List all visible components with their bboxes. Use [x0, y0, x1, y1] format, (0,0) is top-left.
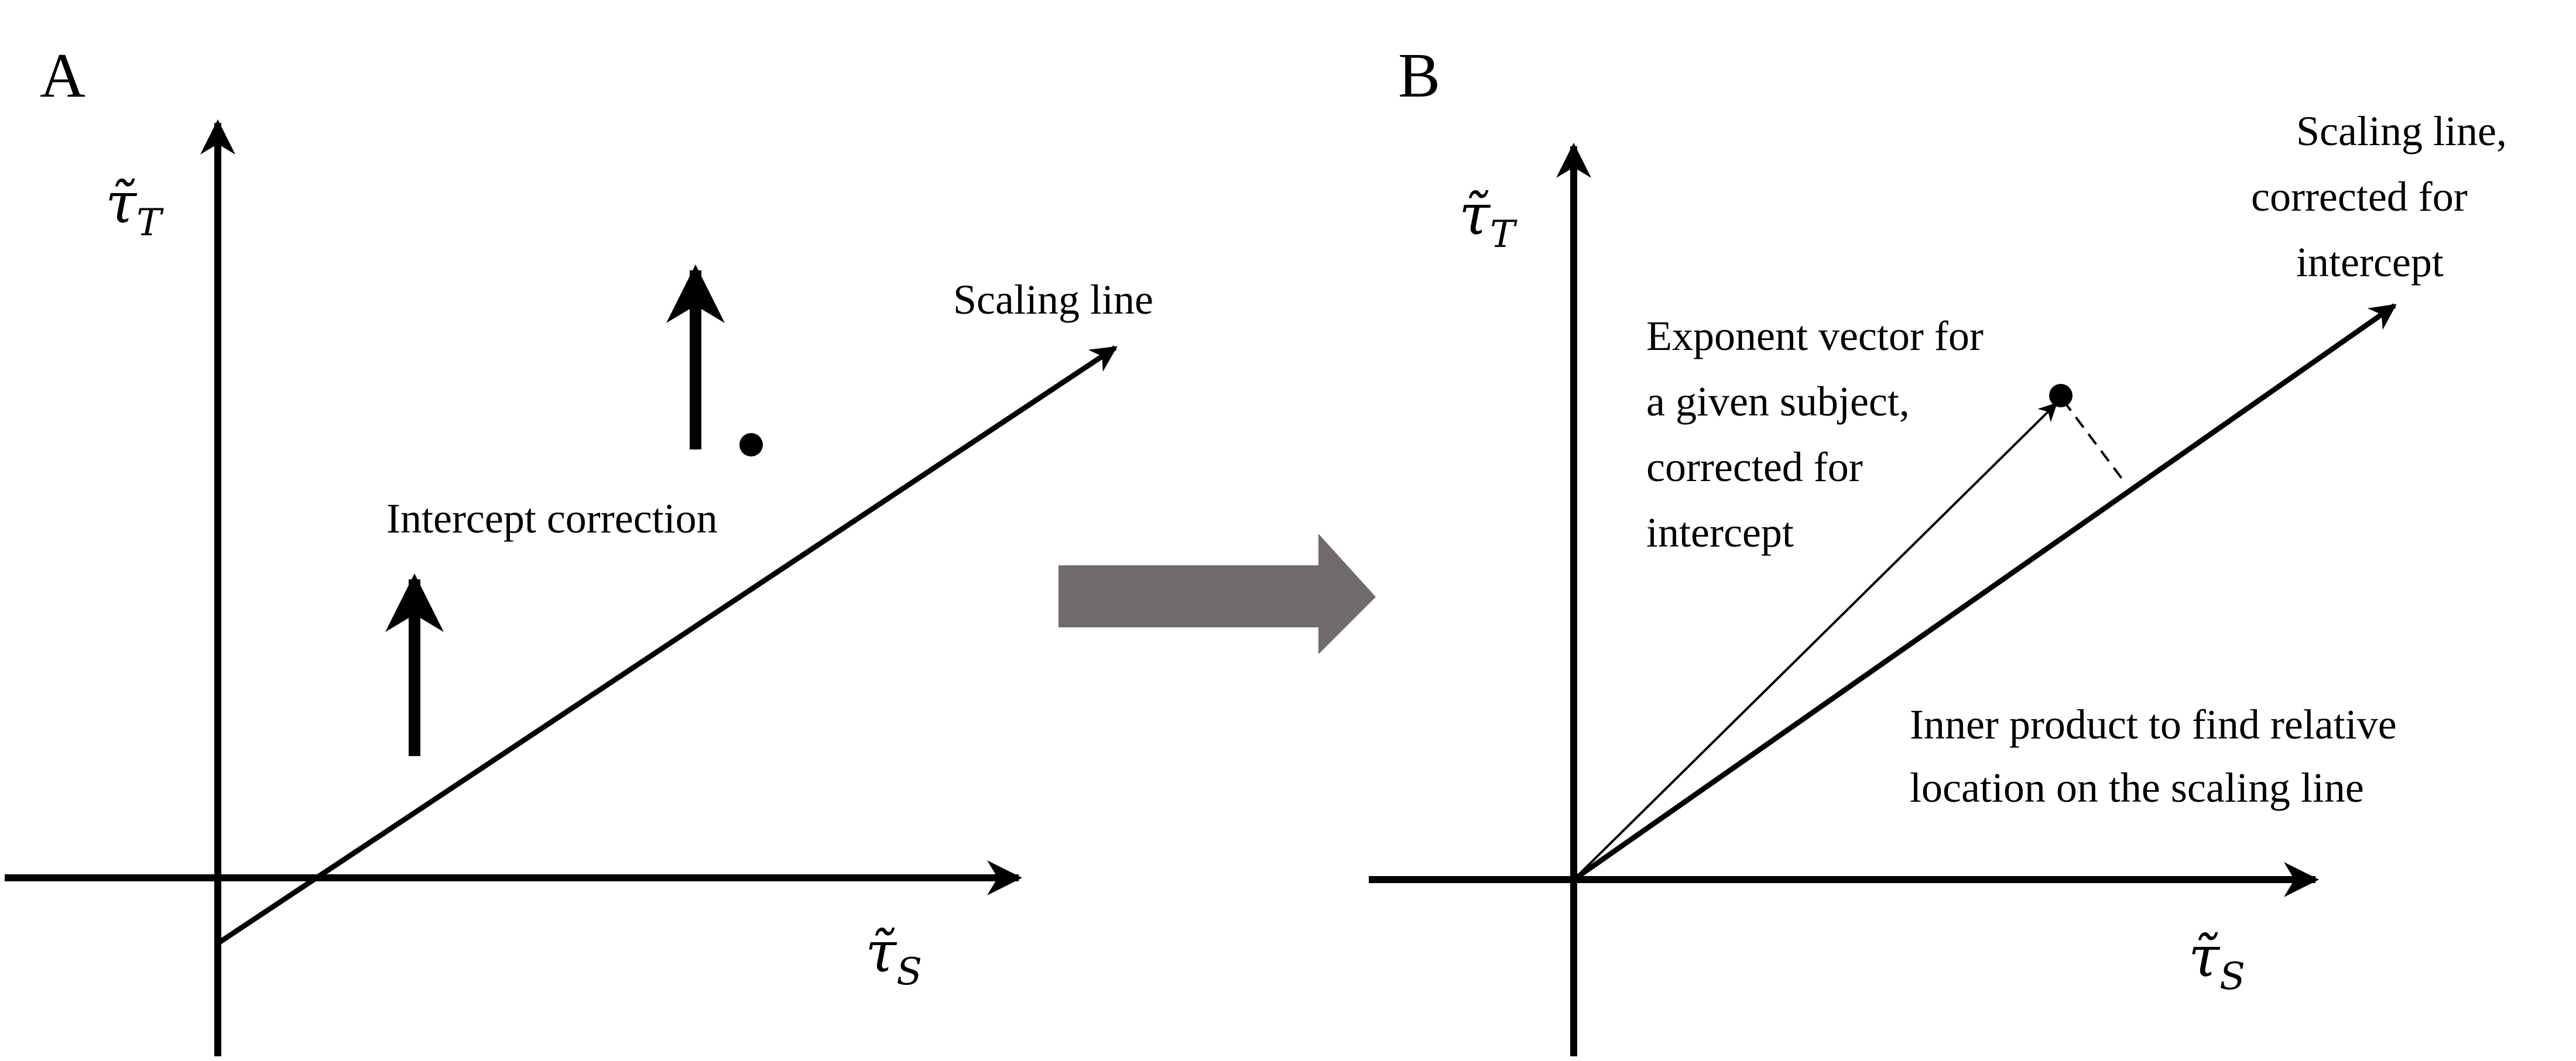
panel-b-label: B: [1398, 41, 1440, 111]
panel-b-exponent-label-line-3: corrected for: [1646, 444, 1863, 490]
panel-b-scaling-line-label: Scaling line, corrected for intercept: [2251, 108, 2517, 286]
panel-a-x-axis-subscript: S: [896, 950, 922, 994]
panel-b: B τ̃T τ̃S Scaling line, corrected for in…: [1369, 41, 2517, 1056]
panel-a-x-axis-symbol: τ̃: [865, 919, 898, 985]
panel-b-y-axis-symbol: τ̃: [1459, 182, 1491, 248]
panel-b-inner-product-label: Inner product to find relative location …: [1910, 701, 2407, 811]
panel-a-scaling-line: [216, 345, 1118, 946]
panel-b-subject-point: [2049, 384, 2073, 407]
panel-b-scaling-line-label-line-2: corrected for: [2251, 173, 2468, 220]
panel-a-y-axis-symbol: τ̃: [105, 170, 138, 236]
panel-a-scaling-line-label: Scaling line: [953, 276, 1153, 323]
panel-a-y-axis-subscript: T: [136, 201, 164, 245]
transition-arrow: [1059, 534, 1376, 654]
panel-b-exponent-label-line-4: intercept: [1646, 509, 1794, 556]
panel-b-exponent-label-line-2: a given subject,: [1646, 378, 1910, 425]
panel-b-y-axis-label: τ̃T: [1459, 182, 1517, 256]
panel-b-exponent-label: Exponent vector for a given subject, cor…: [1646, 313, 1994, 556]
panel-b-scaling-line: [1572, 303, 2397, 882]
panel-b-y-axis-subscript: T: [1490, 213, 1517, 256]
panel-b-inner-product-label-line-1: Inner product to find relative: [1910, 701, 2397, 748]
panel-a-intercept-label: Intercept correction: [386, 495, 718, 542]
panel-b-x-axis-symbol: τ̃: [2188, 924, 2221, 990]
panel-a-label: A: [40, 41, 85, 111]
panel-b-x-axis-subscript: S: [2219, 955, 2245, 998]
panel-a-x-axis-label: τ̃S: [865, 919, 922, 994]
panel-a: A τ̃T τ̃S Scaling line Intercept correct…: [5, 41, 1153, 1056]
panel-b-exponent-vector: [1573, 402, 2058, 881]
panel-b-inner-product-label-line-2: location on the scaling line: [1910, 764, 2364, 811]
panel-b-scaling-line-label-line-1: Scaling line,: [2296, 108, 2507, 154]
panel-b-exponent-label-line-1: Exponent vector for: [1646, 313, 1984, 359]
panel-b-projection-line: [2062, 399, 2128, 486]
panel-b-x-axis-label: τ̃S: [2188, 924, 2245, 998]
panel-a-subject-point: [739, 433, 763, 456]
panel-a-y-axis-label: τ̃T: [105, 170, 164, 245]
panel-b-scaling-line-label-line-3: intercept: [2296, 239, 2444, 286]
